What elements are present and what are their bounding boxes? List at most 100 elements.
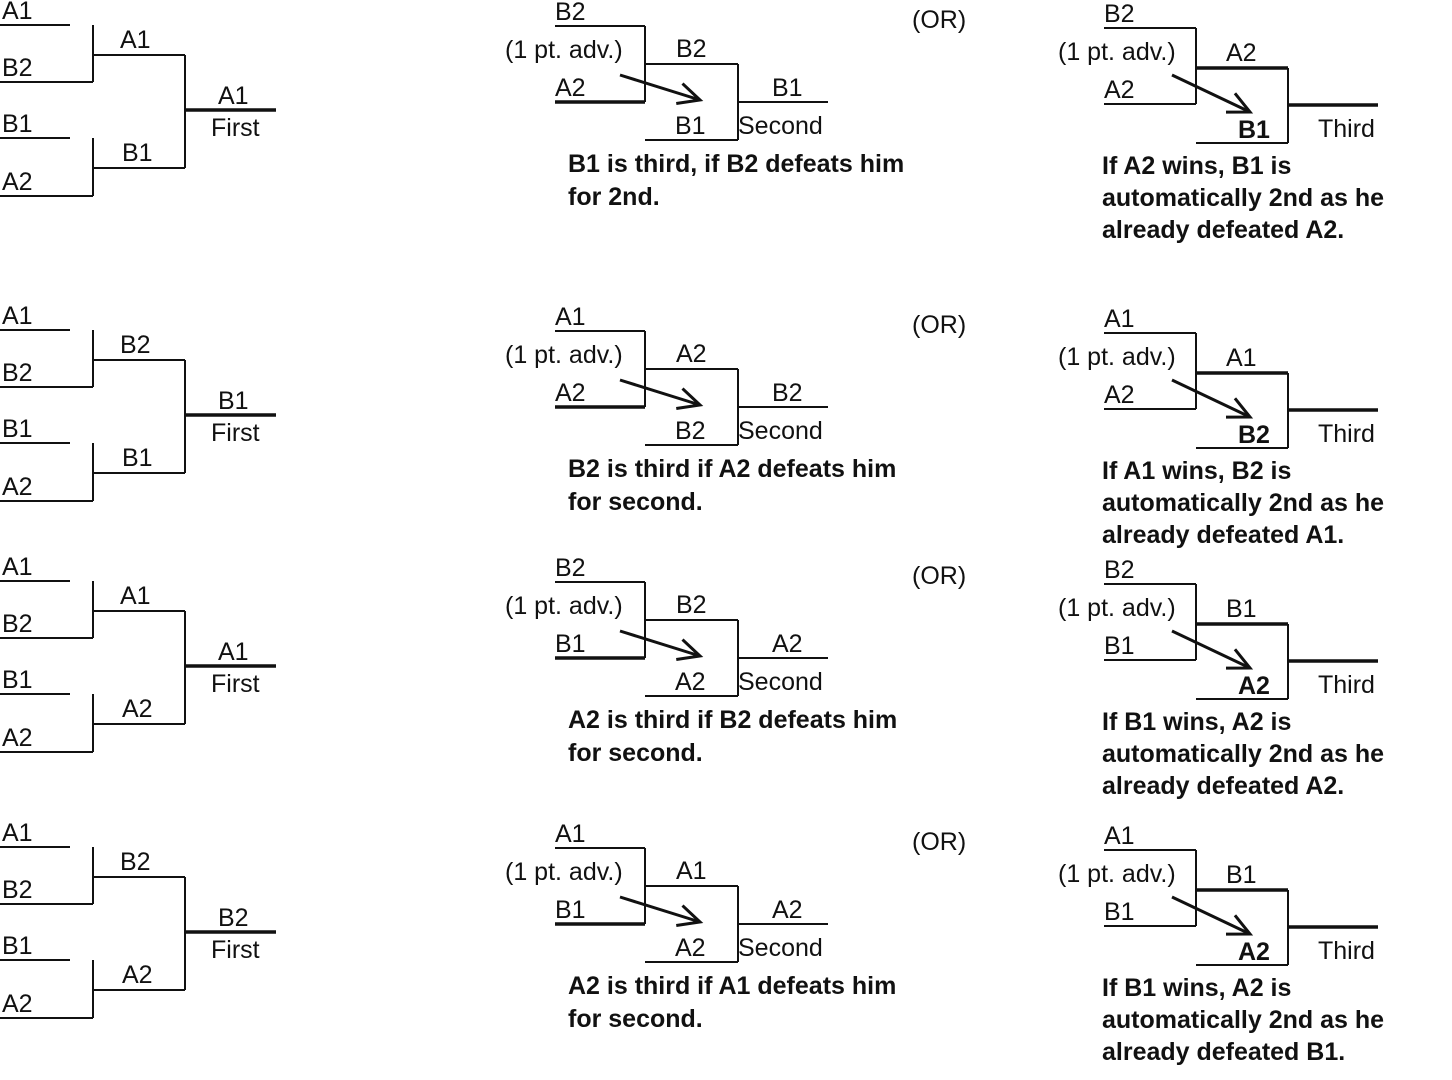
- entrant-label: A2: [555, 74, 586, 102]
- or-label: (OR): [912, 562, 966, 590]
- third-place-label: Third: [1318, 115, 1375, 143]
- arrow-shaft: [1171, 378, 1251, 419]
- advantage-arrow: [1171, 73, 1254, 114]
- mid-winner-label: B2: [676, 35, 707, 63]
- opponent-label: B1: [1238, 116, 1270, 144]
- arrow-head: [1225, 914, 1254, 936]
- entrant-label: A1: [2, 302, 33, 330]
- result-label: B1: [772, 74, 803, 102]
- semi-winner-label: B1: [122, 139, 153, 167]
- arrow-head: [676, 904, 704, 928]
- caption-line: for second.: [568, 488, 703, 516]
- third-place-label: Third: [1318, 671, 1375, 699]
- opponent-label: A2: [675, 668, 706, 696]
- result-label: B2: [772, 379, 803, 407]
- opponent-label: B2: [675, 417, 706, 445]
- entrant-label: B2: [2, 610, 33, 638]
- entrant-label: A2: [555, 379, 586, 407]
- arrow-shaft: [1171, 629, 1251, 670]
- arrow-shaft: [619, 378, 701, 407]
- semi-winner-label: B1: [122, 444, 153, 472]
- caption-line: already defeated A2.: [1102, 216, 1344, 244]
- entrant-label: B1: [2, 110, 33, 138]
- caption-line: automatically 2nd as he: [1102, 184, 1384, 212]
- entrant-label: A1: [2, 553, 33, 581]
- third-place-label: Third: [1318, 937, 1375, 965]
- arrow-head: [676, 638, 704, 662]
- caption-line: already defeated A1.: [1102, 521, 1344, 549]
- entrant-label: A1: [2, 0, 33, 25]
- arrow-shaft: [619, 895, 701, 924]
- first-place-label: First: [211, 419, 260, 447]
- entrant-label: B1: [1104, 898, 1135, 926]
- opponent-label: A2: [1238, 938, 1270, 966]
- arrow-shaft: [619, 73, 701, 102]
- advantage-arrow: [1171, 378, 1254, 419]
- caption-line: for second.: [568, 1005, 703, 1033]
- advantage-arrow: [619, 895, 704, 928]
- arrow-shaft: [1171, 73, 1251, 114]
- caption-line: automatically 2nd as he: [1102, 740, 1384, 768]
- entrant-label: B2: [2, 876, 33, 904]
- result-label: A2: [772, 896, 803, 924]
- advantage-label: (1 pt. adv.): [505, 592, 623, 620]
- opponent-label: A2: [675, 934, 706, 962]
- entrant-label: B1: [555, 896, 586, 924]
- advantage-arrow: [619, 629, 704, 662]
- final-winner-label: B1: [218, 387, 249, 415]
- arrow-head: [1225, 648, 1254, 670]
- mid-winner-label: B1: [1226, 861, 1257, 889]
- entrant-label: B2: [2, 359, 33, 387]
- advantage-label: (1 pt. adv.): [1058, 594, 1176, 622]
- result-label: A2: [772, 630, 803, 658]
- entrant-label: B2: [2, 54, 33, 82]
- second-place-label: Second: [738, 668, 823, 696]
- second-place-label: Second: [738, 417, 823, 445]
- entrant-label: A1: [2, 819, 33, 847]
- caption-line: If B1 wins, A2 is: [1102, 708, 1291, 736]
- caption-line: A2 is third if B2 defeats him: [568, 706, 897, 734]
- entrant-label: A1: [555, 820, 586, 848]
- advantage-arrow: [619, 378, 704, 411]
- first-place-label: First: [211, 936, 260, 964]
- entrant-label: B1: [2, 666, 33, 694]
- semi-winner-label: A2: [122, 695, 153, 723]
- second-place-label: Second: [738, 112, 823, 140]
- final-winner-label: A1: [218, 82, 249, 110]
- caption-line: automatically 2nd as he: [1102, 489, 1384, 517]
- third-place-label: Third: [1318, 420, 1375, 448]
- caption-line: If A1 wins, B2 is: [1102, 457, 1291, 485]
- opponent-label: A2: [1238, 672, 1270, 700]
- semi-winner-label: A1: [120, 582, 151, 610]
- advantage-label: (1 pt. adv.): [505, 36, 623, 64]
- semi-winner-label: A2: [122, 961, 153, 989]
- mid-winner-label: A1: [676, 857, 707, 885]
- entrant-label: A2: [2, 168, 33, 196]
- entrant-label: A1: [555, 303, 586, 331]
- entrant-label: A2: [2, 990, 33, 1018]
- caption-line: B2 is third if A2 defeats him: [568, 455, 896, 483]
- semi-winner-label: A1: [120, 26, 151, 54]
- arrow-head: [1225, 397, 1254, 419]
- semi-winner-label: B2: [120, 848, 151, 876]
- caption-line: B1 is third, if B2 defeats him: [568, 150, 904, 178]
- first-place-label: First: [211, 114, 260, 142]
- entrant-label: A2: [2, 724, 33, 752]
- advantage-label: (1 pt. adv.): [1058, 343, 1176, 371]
- entrant-label: B2: [555, 0, 586, 26]
- advantage-arrow: [1171, 629, 1254, 670]
- caption-line: If A2 wins, B1 is: [1102, 152, 1291, 180]
- entrant-label: B1: [555, 630, 586, 658]
